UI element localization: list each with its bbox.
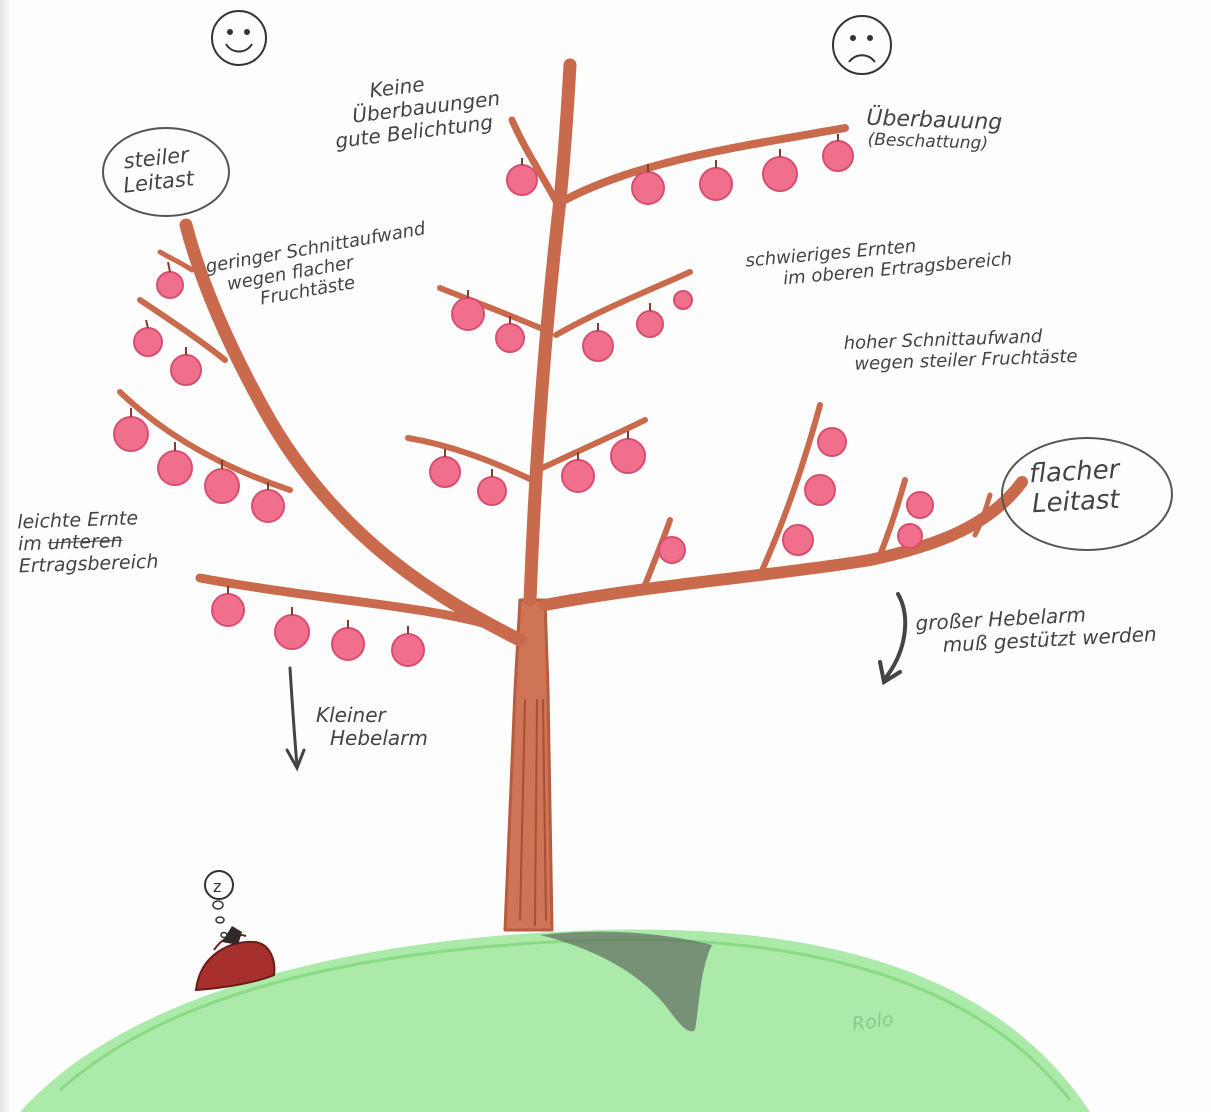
big-lever-arrow-icon (880, 594, 905, 682)
fruit-stems (131, 134, 838, 634)
small-lever-note: Kleiner Hebelarm (316, 704, 428, 750)
overshading-note: Überbauung (Beschattung) (865, 106, 1002, 156)
sad-face-icon (833, 16, 891, 74)
easy-harvest-note: leichte Ernte im unteren Ertragsbereich (17, 508, 159, 578)
happy-face-icon (212, 11, 266, 65)
grass-hill (20, 930, 1090, 1112)
sleep-z: z (213, 877, 221, 896)
mid-right-branch (556, 272, 690, 335)
steep-leader-label: steiler Leitast (120, 142, 195, 197)
left-sub-branch-3 (160, 252, 192, 270)
small-lever-arrow-icon (287, 668, 304, 768)
sleeping-creature: z (196, 871, 274, 990)
low-mid-left-branch (408, 438, 532, 480)
flat-leader-label: flacher Leitast (1028, 456, 1121, 520)
high-pruning-note: hoher Schnittaufwand wegen steiler Fruch… (843, 326, 1078, 375)
struck-word: unteren (47, 530, 123, 555)
